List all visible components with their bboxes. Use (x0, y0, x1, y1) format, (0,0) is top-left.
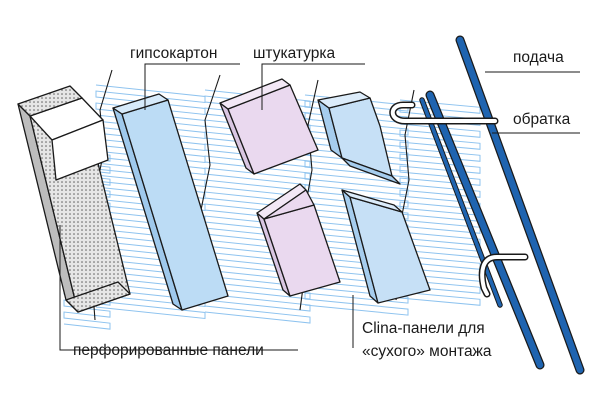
label-drywall: гипсокартон (130, 45, 217, 62)
return-pipe (425, 90, 545, 370)
plaster-board-top (219, 78, 319, 175)
connector-hook-bottom (478, 253, 529, 298)
label-perforated-panels: перфорированные панели (73, 342, 264, 359)
third-pipe (419, 97, 503, 308)
clina-panel-top (317, 91, 401, 185)
clina-panel-bottom (341, 189, 431, 304)
plaster-board-bottom (256, 183, 341, 297)
leader-lines (59, 63, 580, 351)
connector-hook-top (389, 101, 499, 125)
label-clina-line2: «сухого» монтажа (362, 343, 492, 360)
label-plaster: штукатурка (253, 45, 335, 62)
label-return: обратка (513, 111, 571, 128)
supply-pipe (455, 35, 585, 375)
drywall-board (112, 93, 229, 311)
perforated-panel (17, 85, 131, 313)
label-clina-line1: Clina-панели для (362, 320, 485, 337)
label-supply: подача (513, 49, 564, 66)
